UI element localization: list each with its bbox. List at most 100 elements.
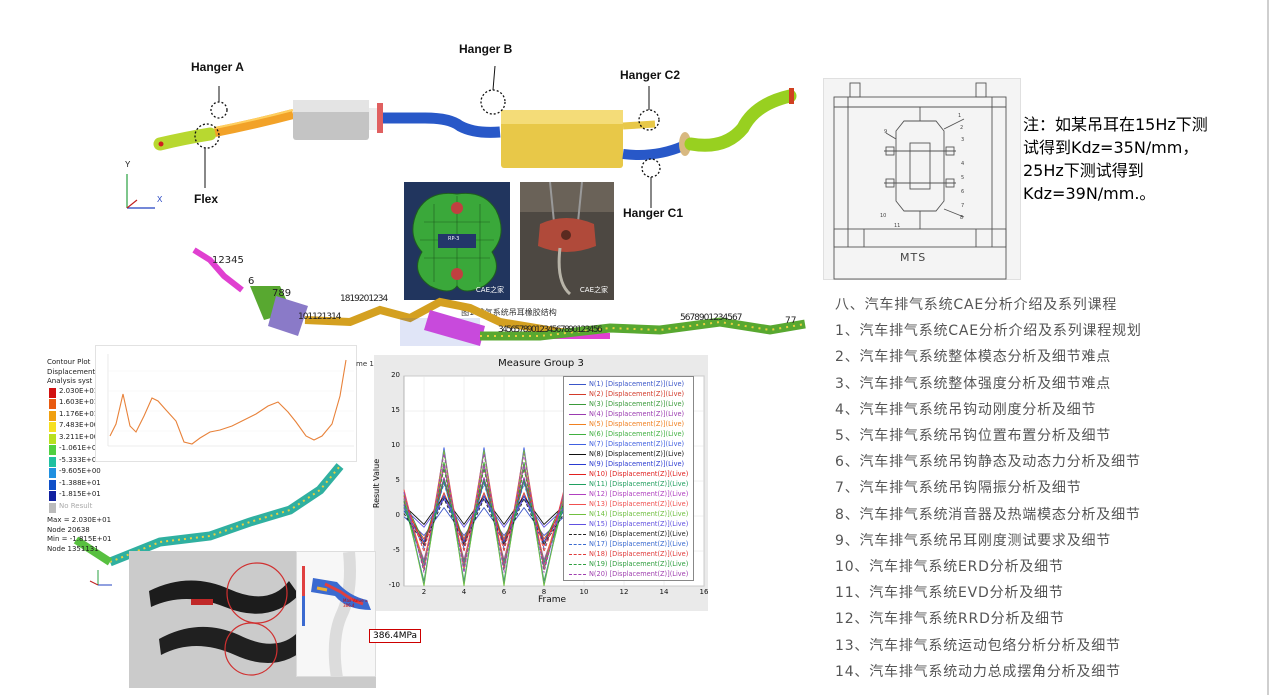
measure-series-line [403,450,565,587]
legend-line-swatch [569,554,586,555]
contour-level-row: -5.333E+00 [47,456,117,468]
contour-swatch [49,456,56,467]
mts-number-9: 9 [884,129,888,135]
contour-level-row: -1.815E+01 [47,490,117,502]
legend-line-swatch [569,454,586,455]
measure-legend-item: N(16) [Displacement(Z)](Live) [567,529,690,539]
contour-level-value: 3.211E+00 [59,432,99,441]
mts-number-4: 4 [961,161,965,167]
measure-legend-item: N(10) [Displacement(Z)](Live) [567,469,690,479]
contour-level-row: 3.211E+00 [47,433,117,445]
contour-no-result: No Result [47,502,117,514]
hanger-c2-label: Hanger C2 [620,68,681,82]
node-label-e: 1819201234 [340,294,388,304]
measure-legend-label: N(15) [Displacement(Z)](Live) [589,520,689,528]
measure-legend-label: N(10) [Displacement(Z)](Live) [589,470,689,478]
node-label-f: 3456578901234567890123456 [498,325,603,335]
contour-swatch [49,445,56,455]
contour-min: Min = -1.815E+01 [47,535,112,543]
measure-legend-label: N(4) [Displacement(Z)](Live) [589,410,685,418]
stress-result-view: Max Value = 386.4 [296,551,376,677]
no-result-swatch [49,502,56,513]
displacement-line-plot [107,354,354,447]
contour-swatch [49,422,56,432]
contour-title: Contour Plot [47,358,91,366]
measure-legend-label: N(12) [Displacement(Z)](Live) [589,490,689,498]
contour-swatch [49,433,56,444]
measure-legend-label: N(3) [Displacement(Z)](Live) [589,400,685,408]
measure-x-tick: 2 [421,588,427,596]
course-item-5: 5、汽车排气系统吊钩位置布置分析及细节 [835,428,1112,445]
legend-line-swatch [569,424,586,425]
measure-y-tick: 15 [391,406,400,414]
measure-x-tick: 12 [619,588,629,596]
hanger-b-label: Hanger B [459,42,513,56]
exhaust-contour-model [50,450,400,590]
contour-level-value: -1.061E+00 [59,444,101,452]
measure-title: Measure Group 3 [498,358,584,369]
measure-legend-item: N(18) [Displacement(Z)](Live) [567,549,690,559]
measure-legend-label: N(19) [Displacement(Z)](Live) [589,560,689,568]
hanger-rubber-photo: CAE之家 [520,182,614,300]
contour-level-row: 1.176E+01 [47,410,117,422]
measure-legend-label: N(9) [Displacement(Z)](Live) [589,460,685,468]
measure-legend-label: N(8) [Displacement(Z)](Live) [589,450,685,458]
contour-level-value: -9.605E+00 [59,467,101,475]
measure-x-tick: 4 [461,588,467,596]
measure-legend-item: N(12) [Displacement(Z)](Live) [567,489,690,499]
displacement-line-chart [95,345,357,462]
measure-x-tick: 14 [659,588,669,596]
contour-system: Analysis syst [47,377,93,385]
measure-series-line [403,468,565,554]
legend-line-swatch [569,514,586,515]
stiffness-note: 注：如某吊耳在15Hz下测试得到Kdz=35N/mm，25Hz下测试得到Kdz=… [1023,115,1208,203]
contour-level-row: -9.605E+00 [47,467,117,479]
hanger-c1-label: Hanger C1 [623,206,684,220]
legend-line-swatch [569,484,586,485]
contour-level-value: 1.176E+01 [59,409,99,418]
measure-xlabel: Frame [538,595,567,605]
hanger-rubber-fe-model: RP-3 CAE之家 [404,182,510,300]
contour-max: Max = 2.030E+01 [47,516,112,524]
legend-line-swatch [569,474,586,475]
measure-x-tick: 16 [699,588,709,596]
contour-level-value: -5.333E+00 [59,455,101,464]
node-label-c: 789 [272,288,292,299]
contour-swatch [49,468,56,478]
course-item-1: 1、汽车排气系统CAE分析介绍及系列课程规划 [835,323,1142,340]
measure-legend-item: N(11) [Displacement(Z)](Live) [567,479,690,489]
measure-legend-label: N(16) [Displacement(Z)](Live) [589,530,689,538]
measure-legend-label: N(5) [Displacement(Z)](Live) [589,420,685,428]
course-item-12: 12、汽车排气系统RRD分析及细节 [835,611,1065,628]
photo-caption: 图1 排气系统吊耳橡胶结构 [461,308,557,317]
legend-line-swatch [569,394,586,395]
measure-legend-item: N(13) [Displacement(Z)](Live) [567,499,690,509]
measure-legend-label: N(7) [Displacement(Z)](Live) [589,440,685,448]
contour-level-row: 2.030E+01 [47,387,117,399]
legend-line-swatch [569,534,586,535]
node-label-a: 12345 [212,255,244,266]
axis-y-label: Y [125,160,131,169]
mts-number-6: 6 [961,189,965,195]
legend-line-swatch [569,524,586,525]
course-item-14: 14、汽车排气系统动力总成摆角分析及细节 [835,663,1121,680]
node-label-b: 6 [248,276,255,287]
course-section-title: 八、汽车排气系统CAE分析介绍及系列课程 [835,297,1118,313]
legend-line-swatch [569,384,586,385]
measure-legend-item: N(15) [Displacement(Z)](Live) [567,519,690,529]
measure-x-tick: 6 [501,588,507,596]
measure-legend-item: N(5) [Displacement(Z)](Live) [567,419,690,429]
measure-series-line [403,453,565,573]
legend-line-swatch [569,444,586,445]
flex-label: Flex [194,192,219,206]
contour-swatch [49,387,56,398]
measure-legend: N(1) [Displacement(Z)](Live)N(2) [Displa… [563,376,694,581]
exhaust-node-model: 12345 6 789 101121314 1819201234 3456578… [180,240,820,360]
contour-level-row: -1.061E+00 [47,444,117,456]
course-item-10: 10、汽车排气系统ERD分析及细节 [835,559,1064,576]
contour-min-node: Node 1351131 [47,544,99,553]
measure-y-tick: 0 [395,511,400,519]
contour-level-value: 2.030E+01 [59,386,99,395]
measure-legend-label: N(1) [Displacement(Z)](Live) [589,380,685,388]
